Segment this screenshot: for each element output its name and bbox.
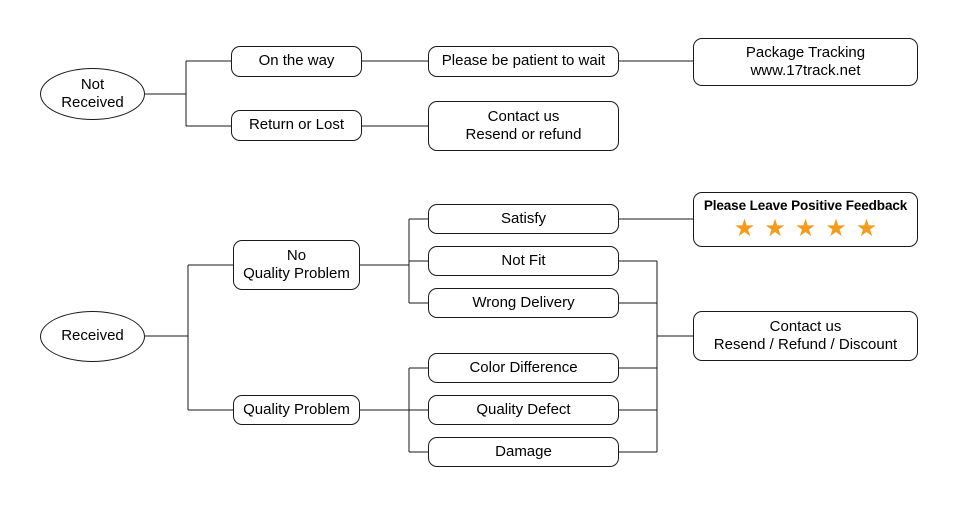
node-not-fit-label: Not Fit bbox=[501, 251, 546, 269]
node-contact-us-line1: Contact us bbox=[487, 107, 560, 125]
node-please-be-patient-label: Please be patient to wait bbox=[441, 52, 606, 70]
star-icon[interactable]: ★ bbox=[764, 215, 786, 243]
node-on-the-way-label: On the way bbox=[258, 52, 335, 70]
node-damage-label: Damage bbox=[495, 442, 552, 460]
node-wrong-delivery[interactable]: Wrong Delivery bbox=[428, 288, 619, 318]
node-contact-us-line2: Resend or refund bbox=[465, 126, 582, 143]
node-quality-defect-label: Quality Defect bbox=[476, 400, 571, 418]
star-icon[interactable]: ★ bbox=[855, 215, 878, 243]
node-not-received[interactable]: Not Received bbox=[40, 68, 145, 120]
node-contact-us-resolution-line2: Resend / Refund / Discount bbox=[713, 336, 898, 353]
node-contact-us-resend-refund[interactable]: Contact us Resend or refund bbox=[428, 101, 619, 151]
node-package-tracking-url[interactable]: www.17track.net bbox=[750, 62, 861, 79]
node-positive-feedback[interactable]: Please Leave Positive Feedback ★ ★ ★ ★ ★ bbox=[693, 192, 918, 247]
node-damage[interactable]: Damage bbox=[428, 437, 619, 467]
node-no-quality-problem[interactable]: No Quality Problem bbox=[233, 240, 360, 290]
node-package-tracking-title: Package Tracking bbox=[745, 43, 866, 61]
node-no-quality-problem-line1: No bbox=[286, 246, 307, 264]
node-contact-us-resolution[interactable]: Contact us Resend / Refund / Discount bbox=[693, 311, 918, 361]
node-contact-us-resolution-line1: Contact us bbox=[769, 317, 842, 335]
node-package-tracking[interactable]: Package Tracking www.17track.net bbox=[693, 38, 918, 86]
node-received-label: Received bbox=[61, 327, 124, 345]
node-return-or-lost[interactable]: Return or Lost bbox=[231, 110, 362, 141]
feedback-title: Please Leave Positive Feedback bbox=[703, 198, 908, 213]
node-not-received-line2: Received bbox=[61, 94, 124, 111]
node-received[interactable]: Received bbox=[40, 311, 145, 362]
node-color-difference[interactable]: Color Difference bbox=[428, 353, 619, 383]
node-quality-defect[interactable]: Quality Defect bbox=[428, 395, 619, 425]
star-rating[interactable]: ★ ★ ★ ★ ★ bbox=[734, 217, 878, 241]
node-wrong-delivery-label: Wrong Delivery bbox=[472, 293, 575, 311]
node-no-quality-problem-line2: Quality Problem bbox=[243, 265, 350, 282]
star-icon[interactable]: ★ bbox=[733, 215, 756, 243]
node-return-or-lost-label: Return or Lost bbox=[248, 116, 345, 134]
node-please-be-patient[interactable]: Please be patient to wait bbox=[428, 46, 619, 77]
node-on-the-way[interactable]: On the way bbox=[231, 46, 362, 77]
node-color-difference-label: Color Difference bbox=[469, 358, 578, 376]
node-quality-problem[interactable]: Quality Problem bbox=[233, 395, 360, 425]
node-not-received-line1: Not bbox=[80, 75, 105, 93]
node-satisfy-label: Satisfy bbox=[500, 209, 546, 227]
star-icon[interactable]: ★ bbox=[794, 215, 817, 243]
star-icon[interactable]: ★ bbox=[825, 215, 847, 243]
node-not-fit[interactable]: Not Fit bbox=[428, 246, 619, 276]
node-satisfy[interactable]: Satisfy bbox=[428, 204, 619, 234]
node-quality-problem-label: Quality Problem bbox=[243, 400, 350, 418]
